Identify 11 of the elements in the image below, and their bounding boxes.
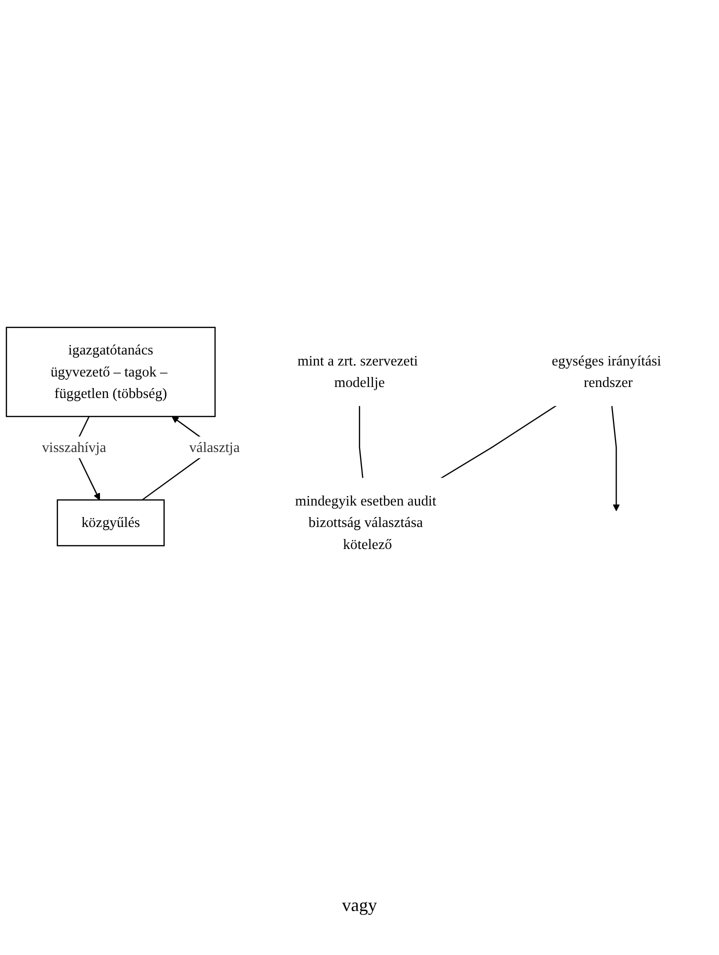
edge-label: visszahívja <box>42 439 106 456</box>
connector <box>440 405 557 479</box>
node-box: közgyűlés <box>56 499 165 546</box>
connector <box>358 406 364 478</box>
node-text: mindegyik esetben audit bizottság választása kötelező <box>295 492 436 552</box>
node-box: igazgatótanács ügyvezető – tagok – független (többség) <box>6 326 216 418</box>
node-text: mint a zrt. szervezeti modellje <box>298 352 418 391</box>
note-text: vagy <box>342 895 377 915</box>
arrow <box>611 406 620 512</box>
edge-label: választja <box>189 439 240 456</box>
node-text: egységes irányítási rendszer <box>552 352 662 391</box>
